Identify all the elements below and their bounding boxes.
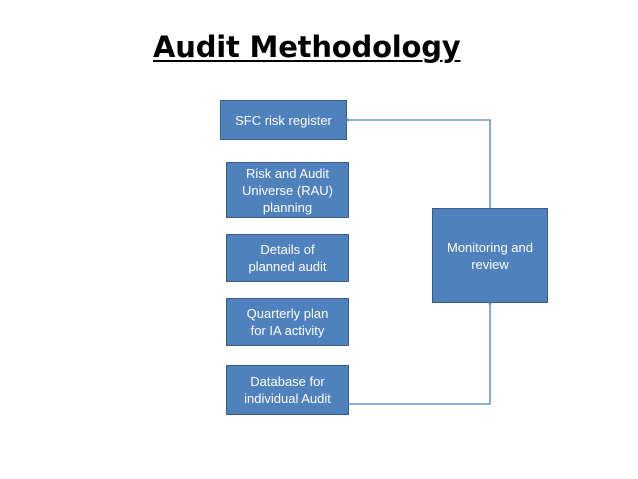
step-label: Quarterly plan for IA activity [246,306,329,338]
monitoring-review-label: Monitoring and review [447,239,533,272]
feedback-arrow [349,120,491,208]
step-label: Risk and Audit Universe (RAU) planning [241,165,333,215]
step-audit-database: Database for individual Audit [226,365,349,415]
input-arrow [349,305,490,405]
step-rau-planning: Risk and Audit Universe (RAU) planning [226,162,349,218]
step-label: Database for individual Audit [244,374,331,406]
step-planned-audit-details: Details of planned audit [226,234,349,282]
step-sfc-risk-register: SFC risk register [220,100,347,140]
diagram-title: Audit Methodology [153,30,461,64]
step-label: SFC risk register [235,112,332,128]
step-quarterly-plan: Quarterly plan for IA activity [226,298,349,346]
step-label: Details of planned audit [248,242,327,274]
monitoring-review-box: Monitoring and review [432,208,548,303]
